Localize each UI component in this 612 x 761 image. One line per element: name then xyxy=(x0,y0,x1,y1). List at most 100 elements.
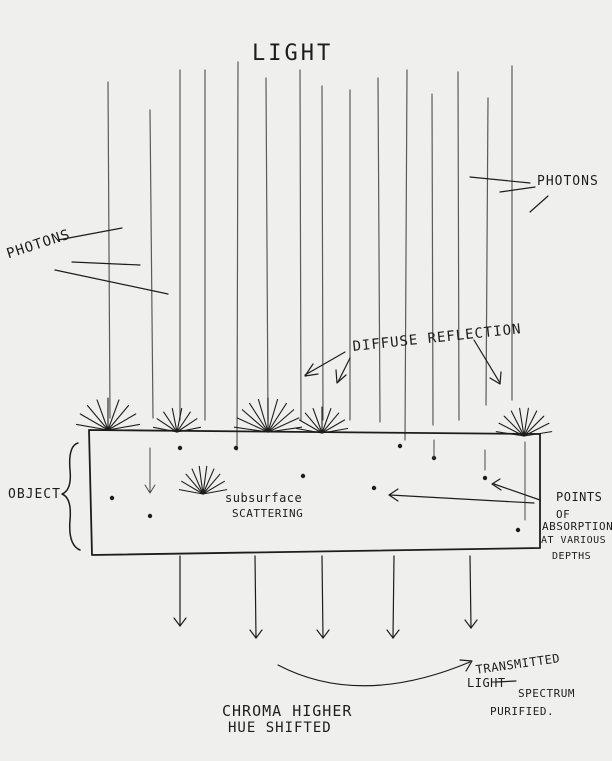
object-brace xyxy=(61,442,81,551)
light-ray xyxy=(431,93,434,426)
reflection-burst-ray xyxy=(107,413,137,431)
transmitted-ray xyxy=(469,555,472,629)
subsurface-burst-ray xyxy=(202,465,208,495)
subsurface-burst-ray xyxy=(198,465,204,495)
transmitted-ray xyxy=(254,555,257,639)
reflection-burst-ray xyxy=(267,398,279,433)
reflection-burst-ray xyxy=(241,409,269,433)
absorption-points xyxy=(109,443,521,533)
reflection-burst-ray xyxy=(523,407,529,437)
photons-right-leader-3 xyxy=(529,195,549,213)
reflection-burst-ray xyxy=(249,402,269,433)
light-ray xyxy=(107,81,111,419)
points-label-4: AT VARIOUS xyxy=(541,535,607,546)
reflection-burst-ray xyxy=(267,426,303,433)
photons-right-label: PHOTONS xyxy=(537,174,599,189)
photons-left-leader-1 xyxy=(57,227,123,241)
light-ray xyxy=(236,61,239,451)
reflection-burst-ray xyxy=(163,411,178,433)
reflection-burst-ray xyxy=(298,419,323,434)
reflection-burst-ray xyxy=(107,423,141,431)
chroma-curve xyxy=(277,661,471,687)
transmitted-ray xyxy=(392,555,395,639)
reflection-burst-ray xyxy=(312,408,323,434)
reflection-burst-ray xyxy=(75,423,109,431)
reflection-burst-ray xyxy=(176,411,191,433)
light-ray xyxy=(265,77,269,421)
reflection-burst-ray xyxy=(495,431,525,437)
transmitted-arrowhead xyxy=(322,629,330,639)
subsurface-label-2: SCATTERING xyxy=(232,507,304,520)
subsurface-burst-ray xyxy=(181,480,204,495)
light-ray xyxy=(321,85,324,421)
incoming-light-rays xyxy=(107,61,513,451)
photons-left-leader-3 xyxy=(54,269,169,295)
transmitted-label-2: LIGHT xyxy=(467,676,506,690)
chroma-curve-head xyxy=(459,659,473,672)
points-label-3: ABSORPTION xyxy=(542,520,612,533)
subsurface-burst-ray xyxy=(202,468,215,495)
reflection-burst-ray xyxy=(523,422,550,437)
reflection-burst-ray xyxy=(267,402,287,433)
transmitted-ray xyxy=(321,555,324,639)
reflection-burst-ray xyxy=(156,418,178,433)
reflection-burst-ray xyxy=(176,418,198,433)
object-block xyxy=(88,429,541,556)
diffuse-arrow-left xyxy=(304,351,346,376)
points-label-5: DEPTHS xyxy=(552,551,592,562)
absorption-dot xyxy=(515,527,521,533)
diffuse-arrow-left-head xyxy=(304,363,319,377)
subsurface-burst-ray xyxy=(185,473,204,495)
light-ray xyxy=(149,109,154,419)
reflection-burst-ray xyxy=(510,410,525,437)
subsurface-label-1: subsurface xyxy=(225,491,303,505)
reflection-burst-ray xyxy=(171,407,178,433)
absorption-dot xyxy=(482,475,488,481)
leader-lines xyxy=(54,176,549,687)
transmitted-arrowhead xyxy=(316,629,324,639)
absorption-dot xyxy=(300,473,306,479)
transmitted-arrowhead xyxy=(392,629,400,639)
absorption-dot xyxy=(147,513,153,519)
reflection-burst-ray xyxy=(523,431,553,437)
light-ray xyxy=(485,97,489,406)
light-ray xyxy=(457,71,460,421)
diffuse-arrow-right-head xyxy=(489,371,502,385)
light-ray xyxy=(404,69,408,441)
photons-right-leader-2 xyxy=(499,186,536,193)
diffuse-arrow-mid xyxy=(337,357,351,383)
subsurface-burst-ray xyxy=(191,468,204,495)
reflection-burst-ray xyxy=(498,422,525,437)
reflection-burst-ray xyxy=(519,407,525,437)
subsurface-burst-ray xyxy=(202,489,228,495)
transmitted-rays xyxy=(173,555,478,639)
chroma-label-1: CHROMA HIGHER xyxy=(222,702,353,720)
transmitted-arrowhead xyxy=(386,629,394,639)
reflection-burst-ray xyxy=(295,427,323,434)
subsurface-burst-ray xyxy=(202,480,225,495)
reflection-burst-ray xyxy=(321,408,332,434)
subsurface-burst-ray xyxy=(202,473,221,495)
object-label: OBJECT xyxy=(8,487,61,502)
reflection-burst-ray xyxy=(107,404,130,431)
chroma-label-2: HUE SHIFTED xyxy=(228,720,332,736)
transmitted-arrowhead xyxy=(173,617,181,627)
reflection-burst-ray xyxy=(321,427,349,434)
reflection-burst-ray xyxy=(79,413,109,431)
points-label-2: OF xyxy=(556,508,571,521)
diffuse-arrow-mid-head xyxy=(335,369,347,384)
transmitted-arrowhead xyxy=(255,629,263,639)
transmitted-leader xyxy=(495,680,517,683)
diffuse-arrow-right xyxy=(473,339,501,384)
reflection-burst-ray xyxy=(236,417,269,433)
points-label-1: POINTS xyxy=(556,490,603,504)
reflection-burst-ray xyxy=(304,412,323,434)
transmitted-arrowhead xyxy=(464,619,472,629)
reflection-burst-ray xyxy=(96,399,109,431)
reflection-burst-ray xyxy=(503,415,525,437)
reflection-burst-ray xyxy=(176,407,183,433)
diagram-title: LIGHT xyxy=(252,41,334,66)
light-ray xyxy=(377,77,381,423)
